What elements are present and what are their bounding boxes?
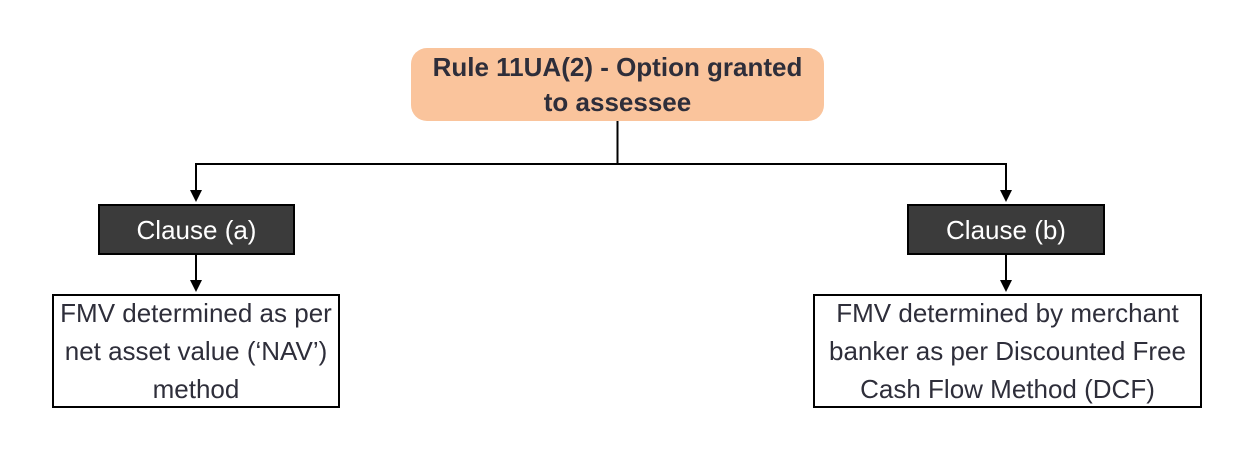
leaf-a-label: FMV determined as per net asset value (‘…	[60, 298, 332, 404]
clause-b-node: Clause (b)	[907, 204, 1105, 255]
clause-a-node: Clause (a)	[98, 204, 295, 255]
leaf-b-node: FMV determined by merchant banker as per…	[813, 294, 1202, 408]
clause-b-label: Clause (b)	[946, 214, 1066, 245]
clause-a-label: Clause (a)	[136, 214, 257, 245]
root-node: Rule 11UA(2) - Option granted to assesse…	[411, 48, 824, 121]
leaf-a-node: FMV determined as per net asset value (‘…	[52, 294, 340, 408]
root-node-label: Rule 11UA(2) - Option granted to assesse…	[432, 51, 803, 117]
leaf-b-label: FMV determined by merchant banker as per…	[829, 298, 1186, 404]
connector-root-rail	[196, 121, 1006, 165]
